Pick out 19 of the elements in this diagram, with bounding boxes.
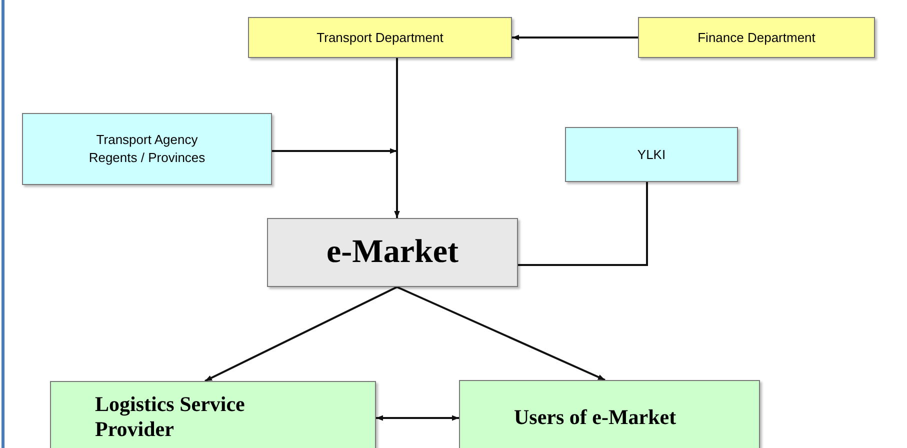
box-label: YLKI bbox=[636, 146, 667, 164]
hub-box bbox=[267, 218, 518, 287]
party-box bbox=[50, 381, 376, 448]
agency-box bbox=[22, 113, 272, 185]
party-box bbox=[459, 380, 760, 448]
department-box bbox=[248, 17, 512, 58]
arrow bbox=[396, 286, 606, 381]
arrow bbox=[376, 415, 459, 421]
box-label: Users of e-Market bbox=[514, 405, 676, 431]
arrow bbox=[512, 34, 638, 40]
arrow bbox=[272, 148, 400, 218]
box-label: Finance Department bbox=[696, 30, 816, 45]
department-box bbox=[638, 17, 875, 58]
box-label: Transport Agency Regents / Provinces bbox=[88, 131, 206, 167]
arrow bbox=[204, 286, 398, 382]
box-label: Logistics Service Provider bbox=[95, 392, 246, 442]
agency-box bbox=[565, 127, 738, 182]
box-label: e-Market bbox=[326, 234, 460, 271]
box-label: Transport Department bbox=[316, 30, 444, 45]
